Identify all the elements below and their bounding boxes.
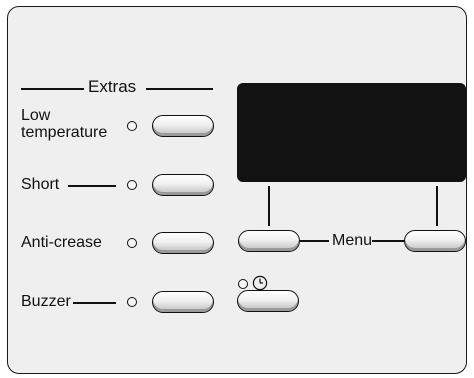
anti-crease-button[interactable] <box>152 232 214 254</box>
display-right-connector <box>436 186 438 226</box>
menu-label: Menu <box>332 232 373 249</box>
short-indicator <box>127 180 137 190</box>
anti-crease-indicator <box>127 238 137 248</box>
anti-crease-label: Anti-crease <box>21 234 102 251</box>
buzzer-indicator <box>127 297 137 307</box>
buzzer-label: Buzzer <box>21 293 71 310</box>
extras-header-line-right <box>146 88 213 90</box>
menu-left-button[interactable] <box>238 230 300 252</box>
display-screen <box>237 83 466 182</box>
extras-header-line-left <box>21 88 84 90</box>
buzzer-connector <box>73 302 116 304</box>
delay-start-indicator <box>238 279 248 289</box>
extras-title: Extras <box>88 77 137 96</box>
low-temperature-indicator <box>127 121 137 131</box>
control-panel <box>7 6 467 374</box>
low-temperature-label-line2: temperature <box>21 124 108 141</box>
menu-right-button[interactable] <box>404 230 466 252</box>
short-button[interactable] <box>152 174 214 196</box>
menu-right-line <box>372 240 405 242</box>
delay-start-button[interactable] <box>237 290 299 312</box>
buzzer-button[interactable] <box>152 291 214 313</box>
menu-left-line <box>300 240 329 242</box>
low-temperature-button[interactable] <box>152 115 214 137</box>
clock-icon <box>252 275 268 291</box>
short-label: Short <box>21 176 60 193</box>
short-connector <box>68 185 116 187</box>
display-left-connector <box>268 186 270 226</box>
low-temperature-label-line1: Low <box>21 107 51 124</box>
